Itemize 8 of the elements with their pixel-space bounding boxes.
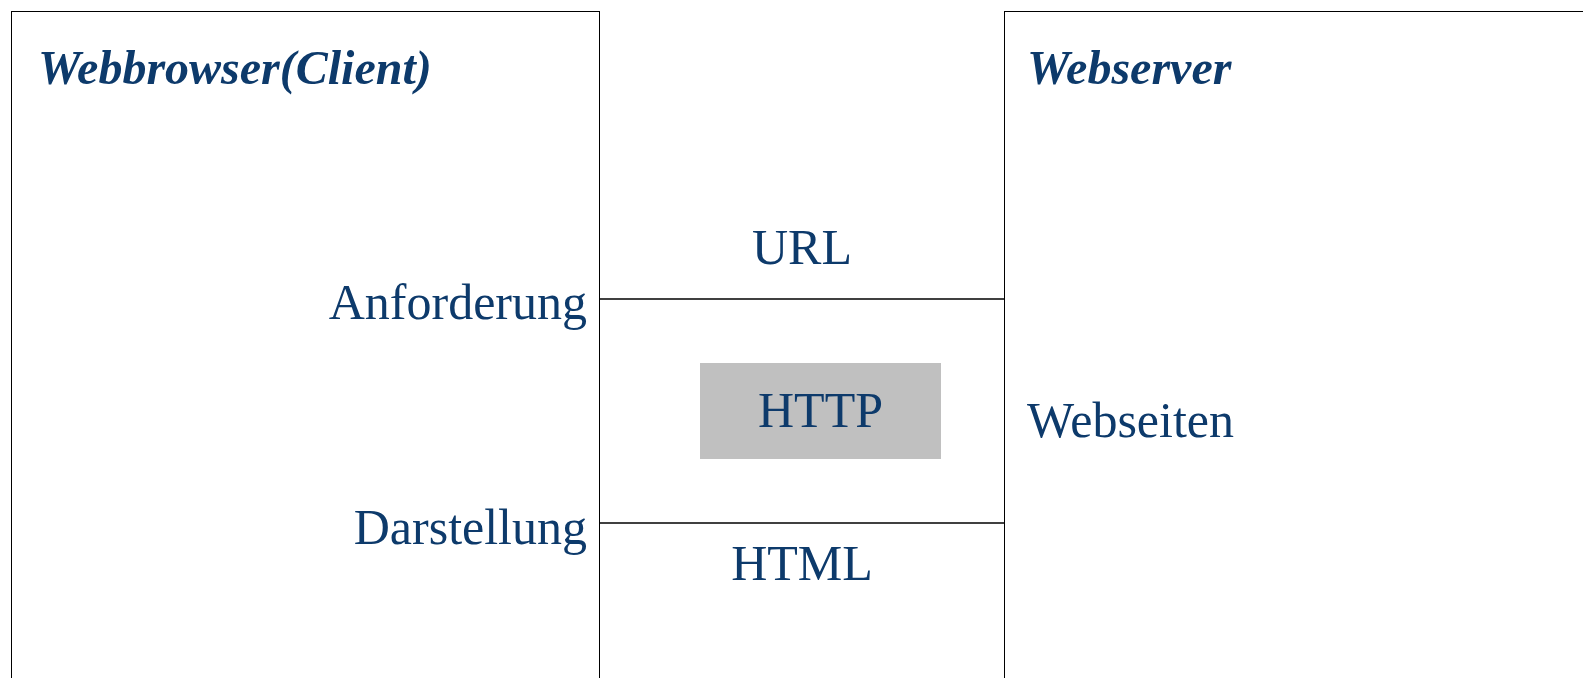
panel-heading: Webserver (1027, 44, 1232, 92)
system-panel (1004, 11, 1583, 678)
connector-line (599, 522, 1005, 524)
panel-text: Webseiten (1027, 395, 1234, 445)
tag-label: HTTP (757, 385, 884, 435)
system-panel (11, 11, 600, 678)
protocol-box (700, 363, 941, 459)
connector-line (599, 298, 1005, 300)
